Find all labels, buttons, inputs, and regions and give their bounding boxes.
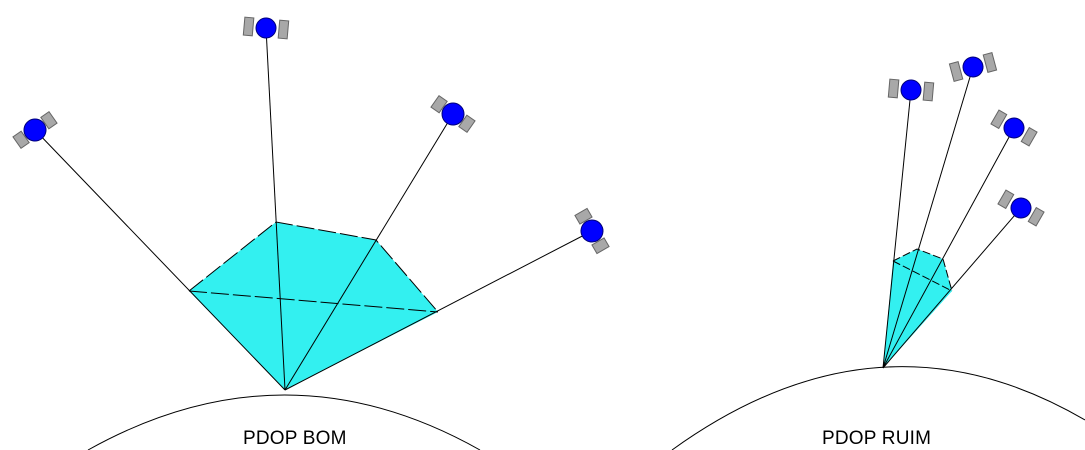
satellite-icon	[242, 16, 290, 40]
earth-arc-left	[87, 394, 481, 450]
pdop-polygon-diagonal-left	[188, 290, 439, 313]
pdop-polygon-left	[189, 222, 438, 390]
sat-line-3-right	[882, 127, 1015, 369]
satellite-icon	[887, 78, 935, 102]
sat-line-2-left	[265, 27, 286, 391]
satellite-icon	[12, 110, 58, 150]
satellite-icon	[997, 189, 1045, 227]
sat-line-4-right	[882, 207, 1022, 369]
sat-line-4-left	[284, 230, 593, 391]
satellite-icon	[990, 109, 1038, 147]
caption-good: PDOP BOM	[243, 428, 347, 449]
sat-line-3-left	[284, 113, 454, 391]
diagram-good-geometry	[12, 16, 610, 450]
sat-line-1-left	[34, 129, 286, 391]
satellite-icon	[948, 52, 998, 82]
caption-bad: PDOP RUIM	[822, 428, 932, 449]
pdop-polygon-diagonal-right	[892, 260, 953, 292]
diagram-bad-geometry	[671, 52, 1085, 450]
satellite-icon	[574, 207, 610, 255]
sat-line-2-right	[882, 66, 974, 369]
earth-arc-right	[671, 366, 1085, 450]
pdop-polygon-dashed-edges-left	[188, 221, 439, 313]
satellite-icon	[430, 94, 476, 134]
pdop-polygon-dashed-edges-right	[892, 248, 953, 292]
sat-line-1-right	[882, 89, 912, 369]
pdop-polygon-right	[883, 249, 952, 368]
